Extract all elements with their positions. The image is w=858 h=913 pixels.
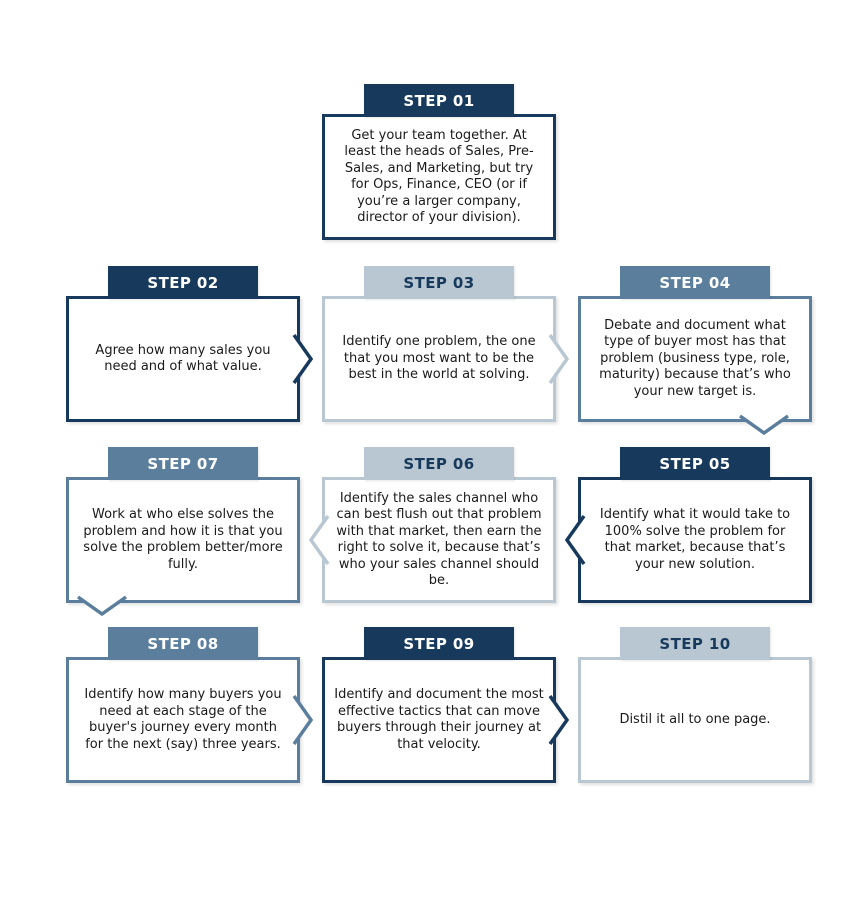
step-05-label: STEP 05 <box>659 454 731 473</box>
step-08-text: Identify how many buyers you need at eac… <box>84 687 282 752</box>
step-04-box: Debate and document what type of buyer m… <box>578 296 812 436</box>
step-10-text: Distil it all to one page. <box>619 711 771 727</box>
step-03-tab: STEP 03 <box>364 266 514 299</box>
step-06-text: Identify the sales channel who can best … <box>336 490 542 589</box>
step-01-text: Get your team together. At least the hea… <box>344 127 534 226</box>
step-06-tab: STEP 06 <box>364 447 514 480</box>
step-05-tab: STEP 05 <box>620 447 770 480</box>
step-05-text: Identify what it would take to 100% solv… <box>599 507 791 572</box>
step-04-label: STEP 04 <box>659 273 731 292</box>
step-02-text: Agree how many sales you need and of wha… <box>95 342 271 375</box>
step-03-label: STEP 03 <box>403 273 475 292</box>
step-02-label: STEP 02 <box>147 273 219 292</box>
arrow-right-icon <box>548 694 570 746</box>
arrow-down-icon <box>76 595 128 617</box>
step-09-box: Identify and document the most effective… <box>322 657 570 783</box>
step-10-box: Distil it all to one page. <box>578 657 812 783</box>
step-09-tab: STEP 09 <box>364 627 514 660</box>
step-06: STEP 06 Identify the sales channel who c… <box>308 447 556 603</box>
step-07-label: STEP 07 <box>147 454 219 473</box>
step-05: STEP 05 Identify what it would take to 1… <box>564 447 812 603</box>
step-07: STEP 07 Work at who else solves the prob… <box>66 447 300 617</box>
arrow-right-icon <box>548 333 570 385</box>
step-08-label: STEP 08 <box>147 634 219 653</box>
arrow-left-icon <box>308 514 330 566</box>
step-03: STEP 03 Identify one problem, the one th… <box>322 266 570 422</box>
step-09-label: STEP 09 <box>403 634 475 653</box>
arrow-down-icon <box>738 414 790 436</box>
step-07-tab: STEP 07 <box>108 447 258 480</box>
step-08-tab: STEP 08 <box>108 627 258 660</box>
step-01-box: Get your team together. At least the hea… <box>322 114 556 240</box>
step-06-box: Identify the sales channel who can best … <box>308 477 556 603</box>
step-02-tab: STEP 02 <box>108 266 258 299</box>
step-01-label: STEP 01 <box>403 91 475 110</box>
step-03-text: Identify one problem, the one that you m… <box>342 334 536 383</box>
step-02-box: Agree how many sales you need and of wha… <box>66 296 314 422</box>
step-10-label: STEP 10 <box>659 634 731 653</box>
step-04: STEP 04 Debate and document what type of… <box>578 266 812 436</box>
step-01: STEP 01 Get your team together. At least… <box>322 84 556 240</box>
step-04-tab: STEP 04 <box>620 266 770 299</box>
step-09-text: Identify and document the most effective… <box>334 687 544 752</box>
step-07-text: Work at who else solves the problem and … <box>83 507 283 572</box>
step-10: STEP 10 Distil it all to one page. <box>578 627 812 783</box>
step-08: STEP 08 Identify how many buyers you nee… <box>66 627 314 783</box>
step-04-text: Debate and document what type of buyer m… <box>599 317 791 399</box>
step-06-label: STEP 06 <box>403 454 475 473</box>
step-03-box: Identify one problem, the one that you m… <box>322 296 570 422</box>
step-10-tab: STEP 10 <box>620 627 770 660</box>
step-08-box: Identify how many buyers you need at eac… <box>66 657 314 783</box>
arrow-right-icon <box>292 694 314 746</box>
arrow-left-icon <box>564 514 586 566</box>
arrow-right-icon <box>292 333 314 385</box>
step-07-box: Work at who else solves the problem and … <box>66 477 300 617</box>
step-02: STEP 02 Agree how many sales you need an… <box>66 266 314 422</box>
step-01-tab: STEP 01 <box>364 84 514 117</box>
step-09: STEP 09 Identify and document the most e… <box>322 627 570 783</box>
step-05-box: Identify what it would take to 100% solv… <box>564 477 812 603</box>
